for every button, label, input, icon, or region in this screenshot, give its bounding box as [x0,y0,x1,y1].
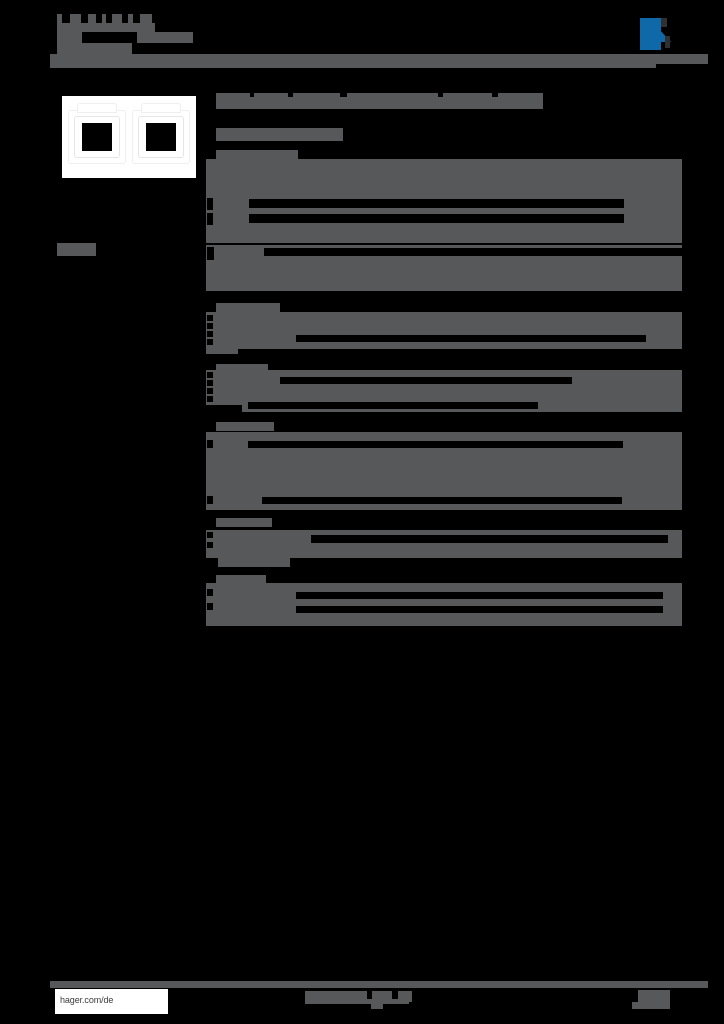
section-title-1 [216,150,298,159]
frame-aperture-left [68,104,126,164]
header-title-line [57,23,155,32]
footer-divider-rule [50,981,708,988]
main-heading [216,93,543,109]
header-title-fragment [70,14,81,23]
section-body-5-note [218,556,290,567]
header-title-fragment [88,14,96,23]
section-body-5 [206,530,682,558]
section-title-3 [216,364,268,373]
header-divider-rule [50,54,708,64]
main-subheading [216,128,343,141]
sidebar-label [57,243,96,256]
footer-center-text [372,991,392,999]
header-title-fragment [102,14,106,23]
section-body-2 [206,312,682,354]
hager-logo-icon [640,12,674,50]
header-title-fragment [112,14,122,23]
footer-center-text [371,1004,383,1009]
footer-center-text [305,991,367,1002]
section-title-4 [216,422,274,431]
frame-aperture-right [132,104,190,164]
footer-url-label: hager.com/de [60,995,114,1005]
section-body-6 [206,583,682,626]
product-image [62,96,196,178]
footer-page-number [632,1002,670,1009]
header-title-fragment [57,14,62,23]
header-subtitle-second [57,43,132,54]
header-divider-rule-thin [50,64,656,68]
header-title-fragment [128,14,133,23]
section-title-2 [216,303,280,312]
footer-page-number [638,990,670,1002]
footer-url-plate[interactable]: hager.com/de [55,989,168,1014]
header-title-fragment [140,14,152,23]
header-subtitle-left [57,32,82,43]
document-header [0,0,724,80]
footer-center-text [398,991,412,1002]
header-subtitle-right [137,32,193,43]
section-title-6 [216,575,266,584]
section-title-5 [216,518,272,527]
footer-center-text [305,999,409,1004]
